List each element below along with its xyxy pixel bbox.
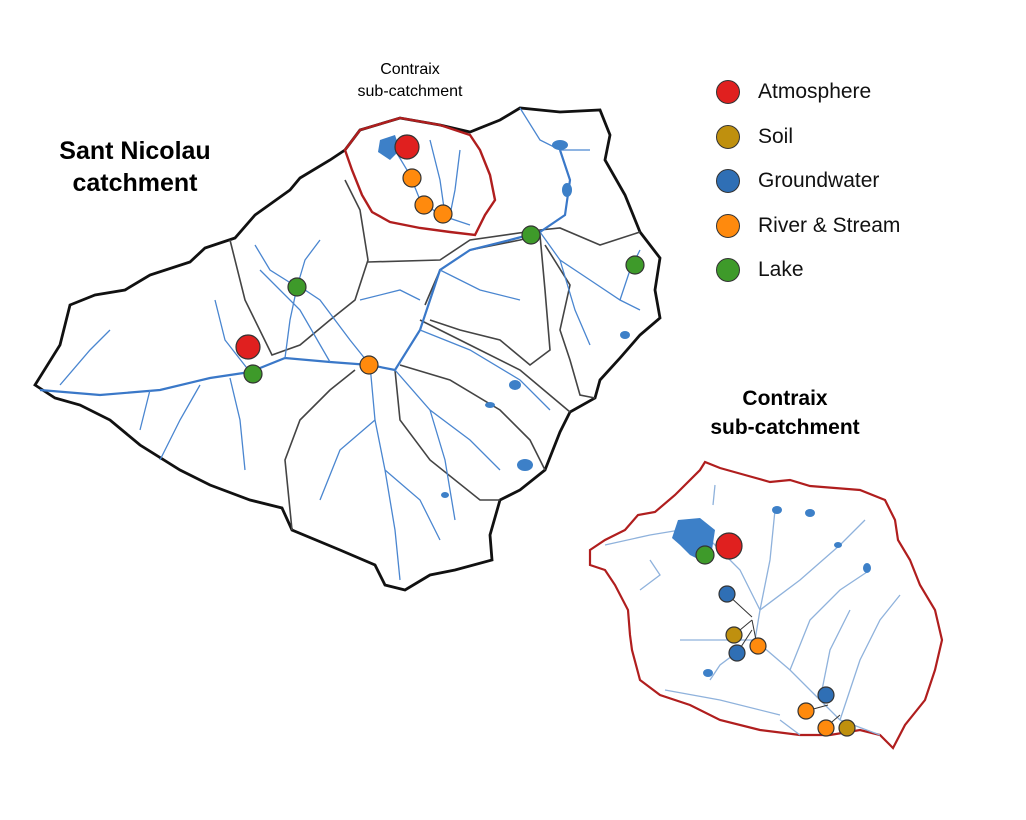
groundwater-marker [817,686,835,704]
contraix-inset-title: Contraix sub-catchment [680,384,890,442]
lake-marker [243,364,263,384]
atmosphere-marker [235,334,261,360]
lake-dot-icon [716,258,740,283]
river-marker [749,637,767,655]
lake-marker [287,277,307,297]
river-marker [817,719,835,737]
legend-label: Soil [758,124,794,148]
atmosphere-dot-icon [716,80,740,105]
river-marker [797,702,815,720]
river-dot-icon [716,213,740,238]
legend-item-river: River & Stream [716,204,900,249]
atmosphere-marker [394,134,420,160]
title-line: catchment [72,169,198,197]
legend-item-lake: Lake [716,248,900,293]
groundwater-marker [728,644,746,662]
legend-label: Atmosphere [758,80,872,104]
contraix-inset [588,460,944,750]
legend-label: Lake [758,258,804,282]
contraix-outline-small [343,116,497,237]
groundwater-marker [718,585,736,603]
river-marker [359,355,379,375]
legend-item-soil: Soil [716,115,900,160]
lake-marker [625,255,645,275]
legend-item-groundwater: Groundwater [716,159,900,204]
legend-item-atmosphere: Atmosphere [716,70,900,115]
title-line: Sant Nicolau [59,137,211,165]
river-marker [402,168,422,188]
label-line: Contraix [380,61,440,78]
title-line: sub-catchment [710,416,860,439]
river-marker [433,204,453,224]
lake-marker [521,225,541,245]
legend-label: Groundwater [758,169,880,193]
lake-marker [695,545,715,565]
legend-label: River & Stream [758,213,901,237]
soil-marker [838,719,856,737]
label-line: sub-catchment [357,83,463,100]
atmosphere-marker [715,532,743,560]
groundwater-dot-icon [716,169,740,194]
contraix-map-label: Contraix sub-catchment [330,59,490,103]
sant-nicolau-catchment [33,106,662,592]
main-catchment-title: Sant Nicolau catchment [30,135,240,199]
soil-dot-icon [716,124,740,149]
soil-marker [725,626,743,644]
river-marker [414,195,434,215]
catchment-outline [33,106,662,592]
title-line: Contraix [742,387,828,410]
legend: Atmosphere Soil Groundwater River & Stre… [716,70,900,293]
